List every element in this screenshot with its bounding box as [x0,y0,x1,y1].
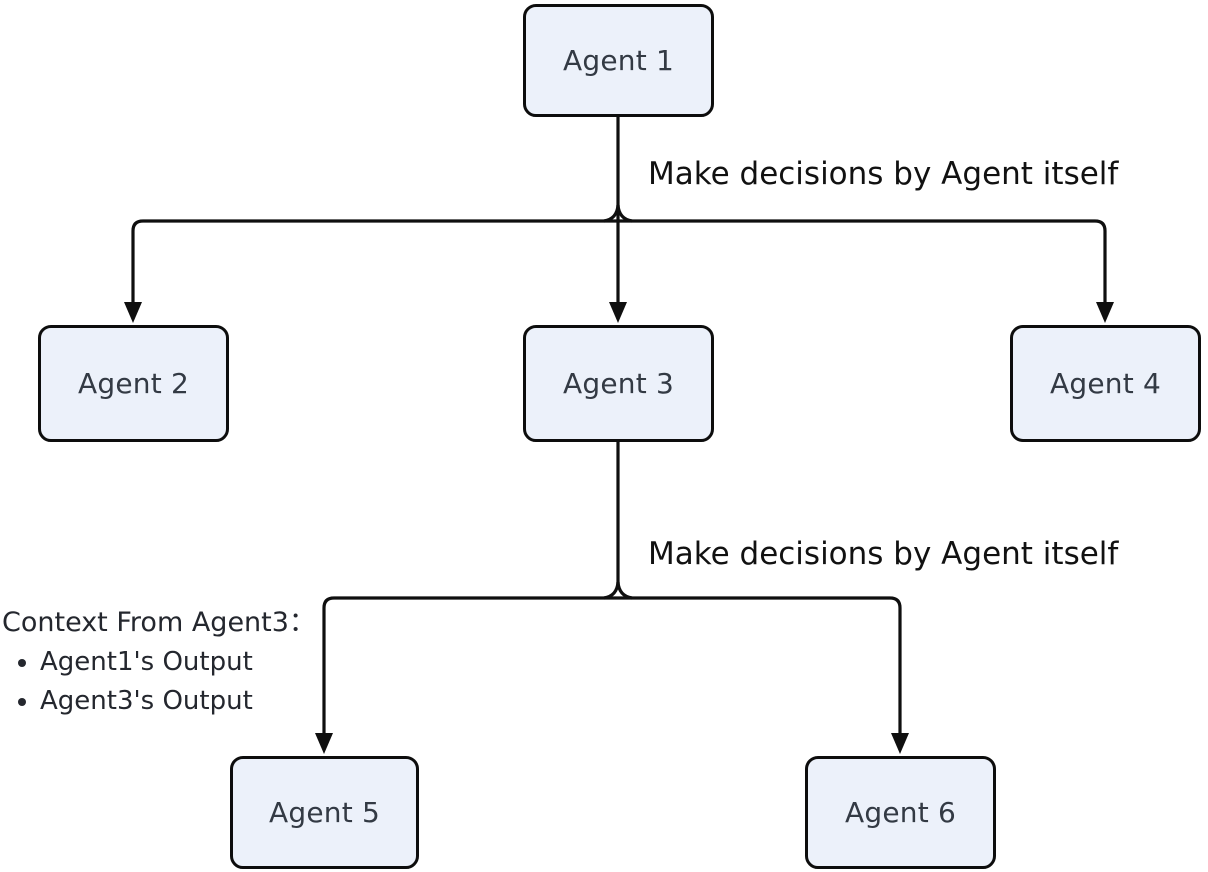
node-agent-4-label: Agent 4 [1050,367,1161,400]
arrowhead-agent2 [124,302,142,323]
node-agent-3-label: Agent 3 [563,367,674,400]
node-agent-3: Agent 3 [523,325,714,442]
node-agent-6-label: Agent 6 [845,796,956,829]
node-agent-4: Agent 4 [1010,325,1201,442]
node-agent-2-label: Agent 2 [78,367,189,400]
edge-bottom-junction-fillet-left [603,581,620,600]
context-note: Context From Agent3： Agent1's Output Age… [2,600,316,725]
edge-label-make-decisions-top: Make decisions by Agent itself [648,156,1119,192]
edge-agent3-agent6-line [889,596,902,734]
node-agent-1-label: Agent 1 [563,44,674,77]
node-agent-6: Agent 6 [805,756,996,869]
edge-top-junction-fillet-right [616,204,633,223]
context-note-list: Agent1's Output Agent3's Output [2,647,316,716]
arrowhead-agent3 [609,302,627,323]
context-note-item: Agent1's Output [40,647,316,677]
node-agent-5: Agent 5 [230,756,419,869]
node-agent-5-label: Agent 5 [269,796,380,829]
context-note-title: Context From Agent3： [2,607,316,638]
edge-agent1-agent4-line [1094,219,1107,303]
context-note-item: Agent3's Output [40,686,316,716]
edge-top-junction-fillet-left [603,204,620,223]
arrowhead-agent4 [1096,302,1114,323]
edge-label-make-decisions-bottom: Make decisions by Agent itself [648,536,1119,572]
edge-agent1-agent2-line [131,219,144,303]
arrowhead-agent6 [891,733,909,754]
arrowhead-agent5 [315,733,333,754]
edge-bottom-junction-fillet-right [616,581,633,600]
edge-agent3-agent5-line [322,596,335,734]
node-agent-2: Agent 2 [38,325,229,442]
node-agent-1: Agent 1 [523,4,714,117]
